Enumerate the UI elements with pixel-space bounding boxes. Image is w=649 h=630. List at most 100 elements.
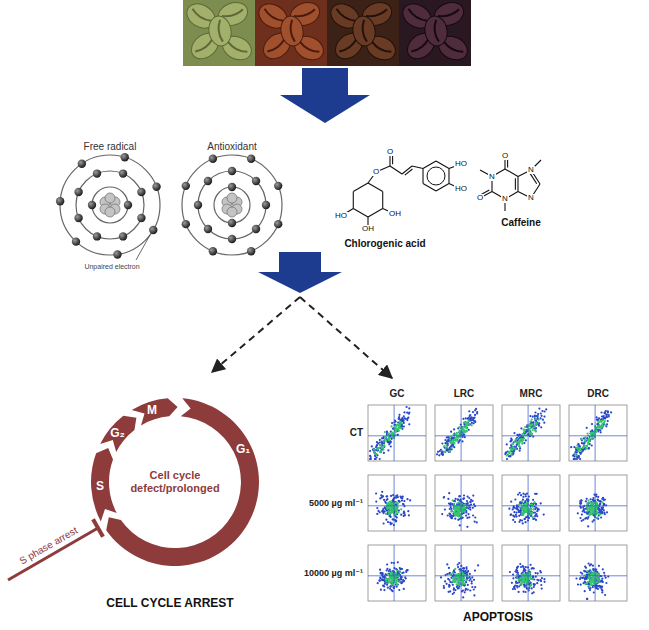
scatter-dot [534,425,536,427]
scatter-plot-frame [435,405,493,461]
chemical-bond [517,177,518,192]
scatter-dot [594,507,596,509]
scatter-dot [518,445,520,447]
electron [209,247,217,255]
scatter-dot [470,419,472,421]
scatter-dot [605,425,607,427]
scatter-dot [468,424,470,426]
scatter-dot [403,505,405,507]
scatter-dot [531,419,533,421]
scatter-dot [379,458,381,460]
scatter-dot [510,440,512,442]
scatter-dot [381,450,383,452]
scatter-dot [532,512,534,514]
scatter-dot [582,443,584,445]
scatter-dot [463,494,465,496]
scatter-dot [380,572,382,574]
scatter-dot [397,503,399,505]
scatter-dot [458,501,460,503]
scatter-dot [403,422,405,424]
scatter-dot [535,427,537,429]
scatter-dot [590,498,592,500]
chemical-bond [382,192,383,209]
electron [247,155,255,163]
scatter-dot [603,503,605,505]
scatter-dot [573,458,575,460]
scatter-dot [458,440,460,442]
scatter-dot [438,454,440,456]
scatter-dot [379,439,381,441]
scatter-dot [396,517,398,519]
coffee-bean [423,14,450,47]
scatter-dot [521,514,523,516]
scatter-dot [586,498,588,500]
electron [274,182,282,190]
scatter-dot [373,448,375,450]
scatter-dot [506,458,508,460]
orbit [76,171,144,239]
scatter-dot [387,521,389,523]
scatter-dot [452,441,454,443]
scatter-dot [595,494,597,496]
electron [137,188,145,196]
scatter-dot [573,454,575,456]
scatter-dot [601,498,603,500]
scatter-dot [369,458,371,460]
scatter-dot [409,499,411,501]
scatter-dot [602,501,604,503]
quadrant-line [368,505,426,506]
scatter-dot [579,502,581,504]
scatter-dot [517,438,519,440]
coffee-photos [183,0,472,66]
scatter-dot [600,516,602,518]
scatter-dot [380,450,382,452]
scatter-dot [583,445,585,447]
scatter-dot [524,518,526,520]
scatter-dot [596,517,598,519]
electron [78,159,86,167]
cycle-phase-arrow [132,398,178,425]
scatter-plot-frame [435,475,493,531]
scatter-dot [600,510,602,512]
scatter-dot [521,512,523,514]
scatter-dot [516,442,518,444]
bean-body [351,14,378,47]
scatter-dot [385,437,387,439]
scatter-dot [592,507,594,509]
scatter-dot [449,451,451,453]
scatter-dot [378,447,380,449]
scatter-dot [517,494,519,496]
scatter-dot [590,512,592,514]
scatter-dot [453,503,455,505]
scatter-dot [538,424,540,426]
scatter-dot [398,500,400,502]
scatter-dot [596,416,598,418]
scatter-dot [398,418,400,420]
scatter-dot [511,453,513,455]
bean-crease [433,20,440,42]
scatter-dot [387,587,389,589]
scatter-dot [584,508,586,510]
scatter-dot [374,454,376,456]
chemical-bond [353,209,368,218]
scatter-dot [463,434,465,436]
scatter-dot [537,413,539,415]
scatter-dot [585,517,587,519]
scatter-dot [577,444,579,446]
scatter-dot [584,440,586,442]
scatter-plot-frame [502,405,560,461]
scatter-dot [516,438,518,440]
scatter-dot [474,516,476,518]
scatter-dot [506,443,508,445]
scatter-dot [456,433,458,435]
scatter-dot [570,446,572,448]
electron [149,226,157,234]
scatter-dot [537,418,539,420]
scatter-dot [390,512,392,514]
scatter-dot [529,415,531,417]
chemical-structures [341,152,541,229]
scatter-dot [444,508,446,510]
scatter-dot [585,447,587,449]
scatter-dot [468,417,470,419]
